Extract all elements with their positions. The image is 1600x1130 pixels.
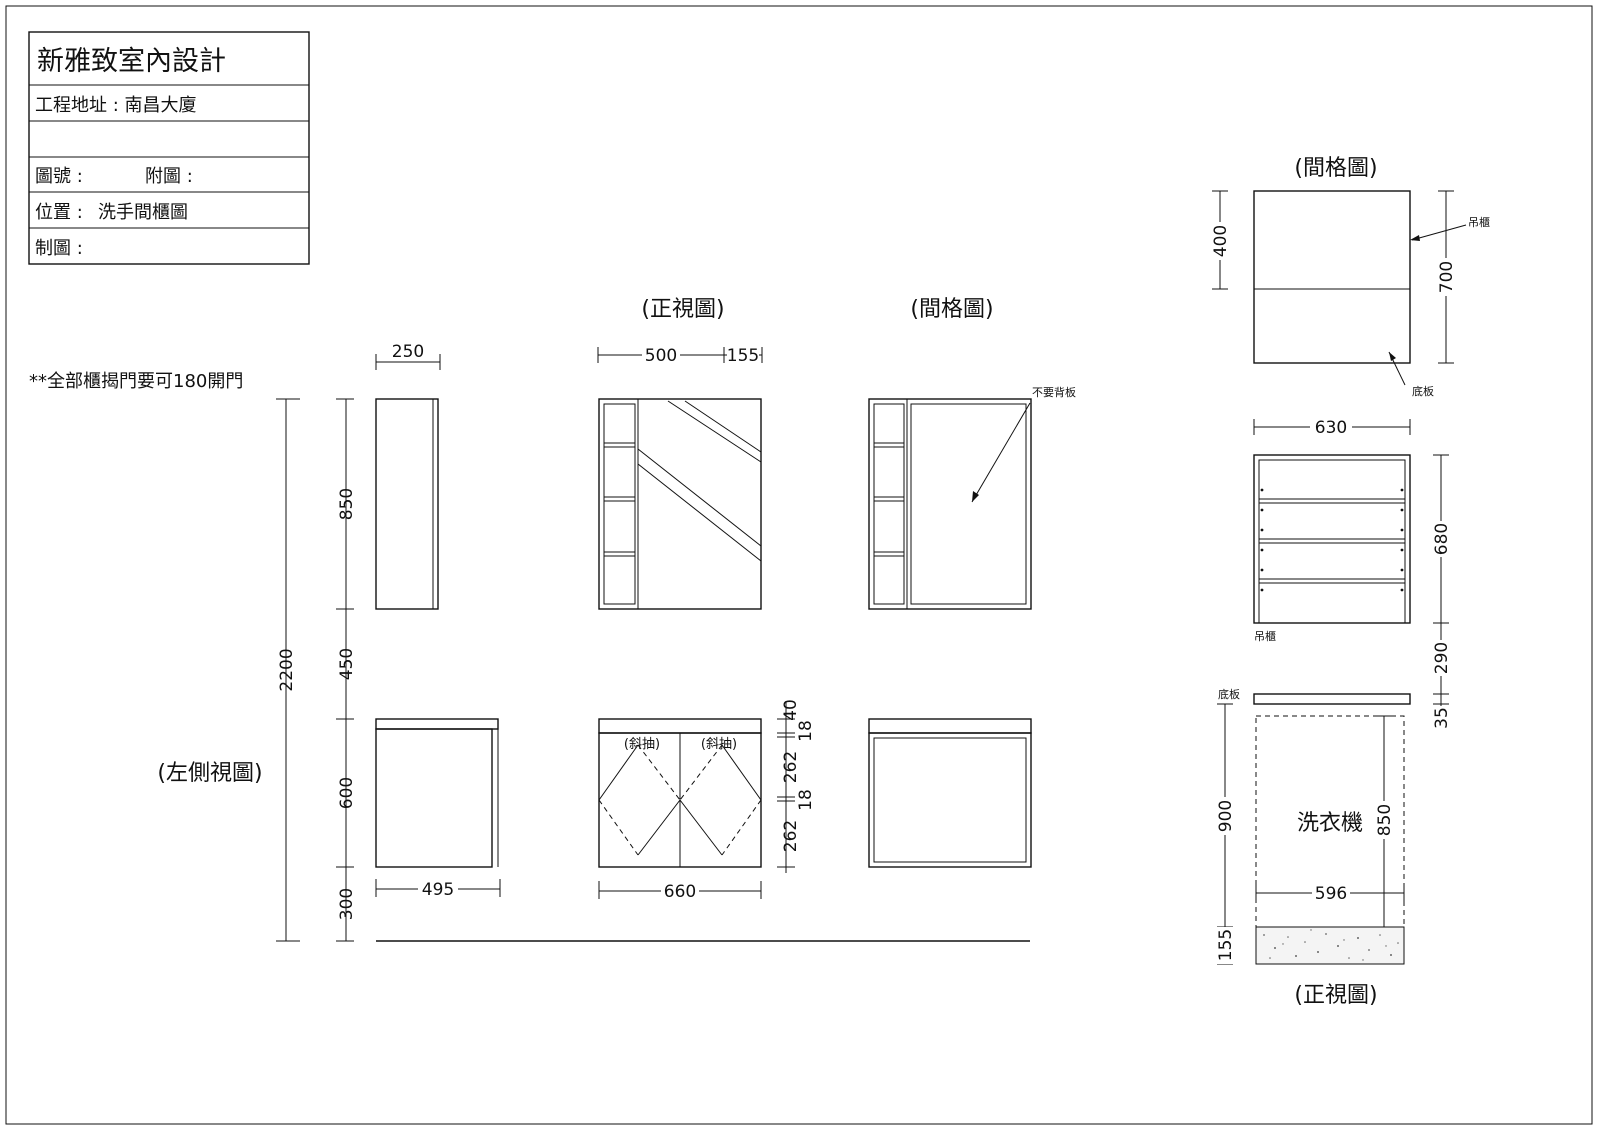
concrete-texture xyxy=(1263,929,1399,961)
dim-front-lower-width: 660 xyxy=(664,882,696,902)
drawing-number-label: 圖號 : xyxy=(35,166,83,187)
sheet-border xyxy=(5,5,1593,1125)
dim-total-height: 2200 xyxy=(277,648,297,691)
right-partition-view-label: (間格圖) xyxy=(1294,156,1377,181)
dim-washer-width-596: 596 xyxy=(1315,884,1347,904)
partition-view-label: (間格圖) xyxy=(910,297,993,322)
left-side-view: 2200 850 450 600 300 250 495 (左側視圖) xyxy=(157,342,1030,942)
diagonal-drawer-label-right: (斜抽) xyxy=(701,737,737,752)
dim-upper-height: 850 xyxy=(337,488,357,520)
attachment-label: 附圖 : xyxy=(145,166,193,187)
concrete-base xyxy=(1255,926,1405,965)
dim-drawer-262a: 262 xyxy=(781,751,801,783)
dim-plinth-height: 300 xyxy=(337,888,357,920)
dim-side-depth-bottom: 495 xyxy=(422,880,454,900)
drawn-by-label: 制圖 : xyxy=(35,238,83,259)
dim-right-space-900: 900 xyxy=(1216,800,1236,832)
dim-drawer-262b: 262 xyxy=(781,820,801,852)
diagonal-drawer-label-left: (斜抽) xyxy=(624,737,660,752)
dim-gap-height: 450 xyxy=(337,648,357,680)
general-note: **全部櫃揭門要可180開門 xyxy=(29,371,243,392)
dim-drawer-18b: 18 xyxy=(796,789,816,811)
washing-machine-label: 洗衣機 xyxy=(1297,811,1363,836)
right-partition-view: (間格圖) 400 700 吊櫃 底板 xyxy=(1210,156,1490,398)
location-value: 洗手間櫃圖 xyxy=(98,202,188,223)
hanging-cabinet-label: 吊櫃 xyxy=(1254,629,1276,643)
location-label: 位置 : xyxy=(35,202,83,223)
hanging-cabinet-note: 吊櫃 xyxy=(1468,215,1490,229)
dim-drawer-18a: 18 xyxy=(796,720,816,742)
project-address: 工程地址 : 南昌大廈 xyxy=(35,95,197,116)
dim-right-gap-290: 290 xyxy=(1432,642,1452,674)
right-front-view: 630 吊櫃 680 290 35 底板 xyxy=(1215,416,1452,1008)
dim-right-top-400: 400 xyxy=(1211,225,1231,257)
dim-right-base-155: 155 xyxy=(1216,929,1236,961)
front-view: (正視圖) 500 155 ( xyxy=(597,297,816,902)
dim-side-depth-top: 250 xyxy=(392,342,424,362)
dim-right-top-700: 700 xyxy=(1437,261,1457,293)
no-back-panel-note: 不要背板 xyxy=(1032,385,1076,399)
dim-lower-height: 600 xyxy=(337,777,357,809)
dim-drawer-40: 40 xyxy=(781,699,801,721)
company-name: 新雅致室內設計 xyxy=(37,46,226,77)
title-block: 新雅致室內設計 工程地址 : 南昌大廈 圖號 : 附圖 : 位置 : 洗手間櫃圖… xyxy=(28,31,310,265)
dim-washer-height-850: 850 xyxy=(1375,804,1395,836)
dim-right-board-35: 35 xyxy=(1432,707,1452,729)
dim-right-width-630: 630 xyxy=(1315,418,1347,438)
front-view-label: (正視圖) xyxy=(641,297,724,322)
bottom-panel-note: 底板 xyxy=(1412,384,1434,398)
dim-right-height-680: 680 xyxy=(1432,523,1452,555)
bottom-panel-label: 底板 xyxy=(1218,687,1240,701)
partition-view: (間格圖) 不要背板 xyxy=(868,297,1076,868)
left-side-view-label: (左側視圖) xyxy=(157,761,262,786)
dim-front-shelf-width: 155 xyxy=(727,346,759,366)
right-front-view-label: (正視圖) xyxy=(1294,983,1377,1008)
dim-front-upper-width: 500 xyxy=(645,346,677,366)
